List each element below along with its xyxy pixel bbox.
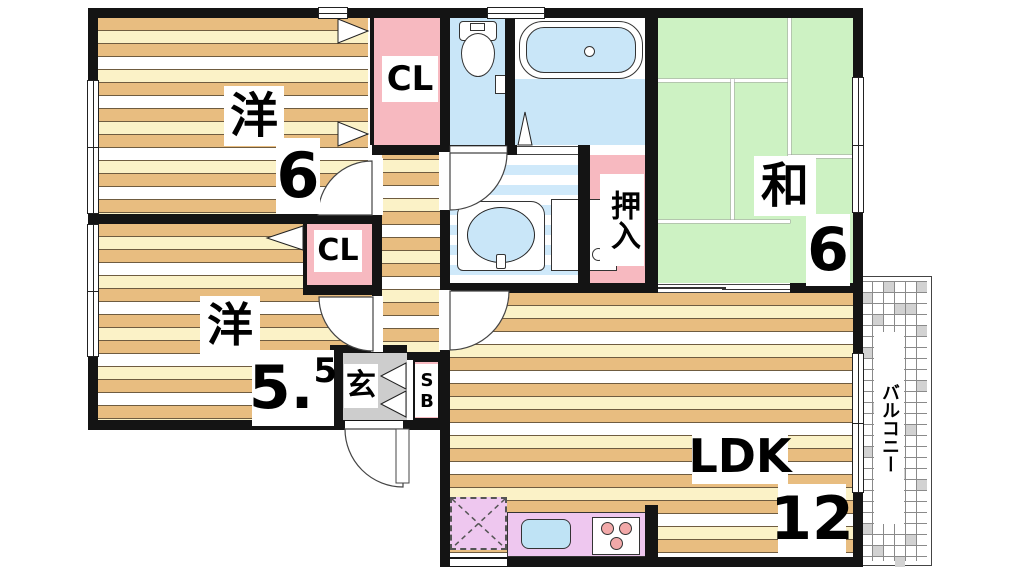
balcony-tile — [873, 546, 883, 556]
burner-icon — [619, 522, 632, 535]
balcony-tile — [862, 348, 872, 358]
wall-oshiire-left — [578, 145, 590, 285]
balcony-tile — [917, 480, 927, 490]
wall-under-closet-upper — [372, 145, 517, 155]
balcony-tile — [873, 315, 883, 325]
size-decimal: 5 — [313, 351, 338, 391]
burner-icon — [610, 537, 623, 550]
bathtub-drain-icon — [584, 46, 595, 57]
balcony-tile — [906, 535, 916, 545]
ldk-label: LDK — [688, 428, 792, 484]
burner-icon — [601, 522, 614, 535]
door-arc-entrance — [344, 428, 404, 488]
wall-notch — [450, 559, 507, 566]
balcony-tile — [895, 304, 905, 314]
wall-toilet-bath — [505, 8, 515, 148]
stove-icon — [592, 517, 640, 555]
door-leaf-entrance — [395, 428, 410, 484]
bath-door-opening — [517, 146, 578, 155]
tatami-line — [658, 220, 790, 223]
window-balcony-door — [852, 353, 864, 493]
oshiire-label: 押入 — [600, 174, 644, 266]
balcony-tile — [895, 557, 905, 567]
doorway-western-6 — [371, 158, 383, 215]
hallway-floor — [382, 147, 440, 353]
wall-kitchen-stub — [645, 505, 658, 567]
kitchen-sink-icon — [521, 519, 571, 549]
balcony-tile — [862, 293, 872, 303]
wall-japanese-ldk — [790, 283, 853, 293]
wall-top — [88, 8, 863, 18]
balcony-tile — [917, 282, 927, 292]
window-japanese-east — [852, 77, 864, 213]
closet-upper-label: CL — [382, 56, 438, 102]
doorway-washroom — [439, 152, 451, 210]
window-west-upper — [87, 80, 99, 214]
wall-washroom-bottom — [440, 283, 658, 293]
balcony-tile — [884, 282, 894, 292]
wall-hall-west — [372, 224, 382, 296]
bathroom-wet-floor — [515, 79, 645, 145]
balcony-tile — [862, 524, 872, 534]
tatami-line — [788, 155, 853, 158]
balcony-tile — [906, 304, 916, 314]
window-bath — [487, 7, 545, 19]
toilet-handle-icon — [470, 23, 485, 31]
shoe-box-label: SB — [415, 364, 438, 417]
balcony-tile — [917, 381, 927, 391]
bathtub-water — [526, 27, 636, 73]
wall-room-divider — [88, 214, 382, 224]
closet-lower-label: CL — [314, 230, 362, 272]
room-label-western-55: 洋 — [200, 296, 260, 354]
wall-bath-japanese — [645, 8, 658, 293]
entrance-opening — [345, 421, 403, 430]
washbasin-tap-icon — [496, 254, 506, 269]
doorway-western-55 — [371, 296, 383, 352]
tatami-line — [658, 79, 790, 82]
balcony-tile — [906, 425, 916, 435]
balcony-tile — [917, 326, 927, 336]
toilet-bowl-icon — [461, 33, 495, 77]
wall-shoebox-top — [407, 352, 445, 360]
room-size-western-6: 6 — [276, 138, 320, 214]
ldk-size: 12 — [770, 484, 854, 554]
tatami-line — [788, 18, 791, 158]
doorway-ldk — [439, 290, 451, 350]
tatami-line — [731, 79, 734, 223]
balcony-tile — [862, 447, 872, 457]
room-size-japanese-6: 6 — [806, 214, 850, 286]
entrance-label: 玄 — [344, 364, 378, 408]
refrigerator-space — [450, 497, 507, 550]
window-west-lower — [87, 224, 99, 357]
window-north-small — [318, 7, 348, 19]
sliding-door-japanese-ldk — [658, 284, 790, 293]
room-label-japanese-6: 和 — [754, 156, 816, 216]
wall-closet-lower-left — [303, 222, 307, 285]
room-size-western-55: 5. 5 — [248, 350, 338, 426]
room-label-western-6: 洋 — [224, 86, 284, 146]
size-integer: 5. — [248, 353, 314, 423]
balcony-label: バルコニー — [874, 332, 904, 524]
wall-closet-upper-left — [370, 18, 374, 145]
wall-closet-lower-bottom — [303, 285, 382, 295]
